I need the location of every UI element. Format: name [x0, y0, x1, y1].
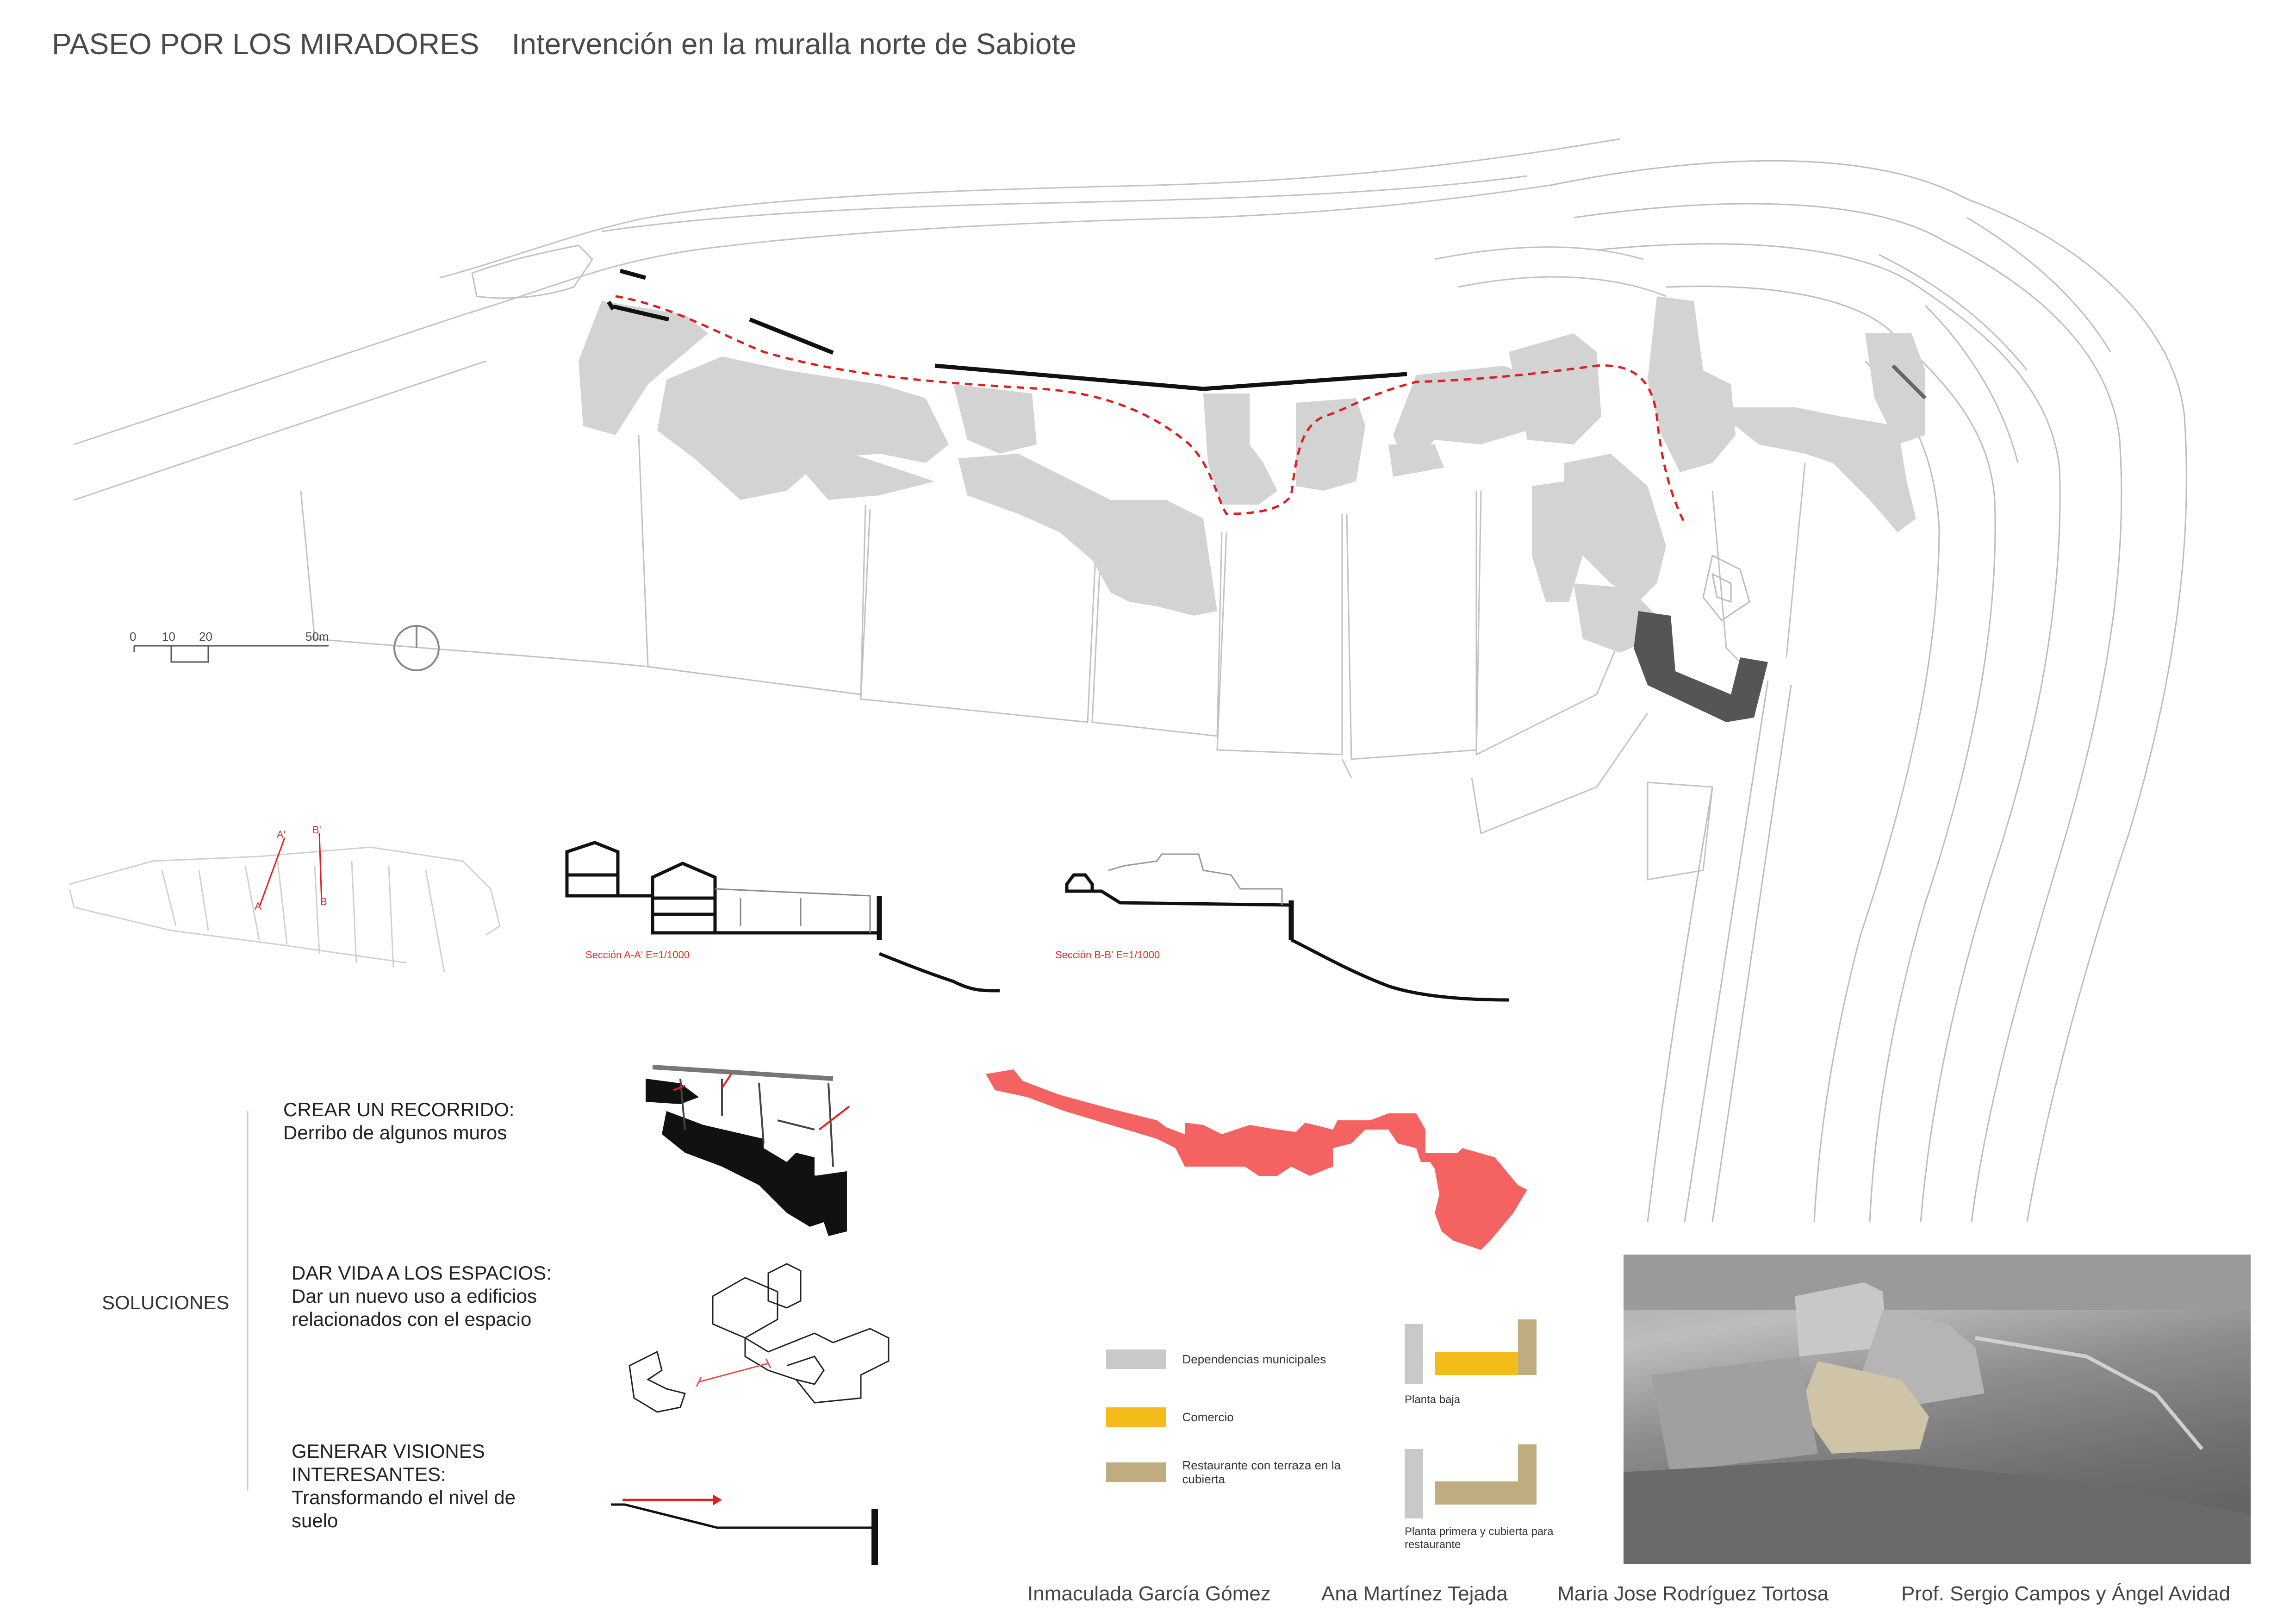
plan-baja-caption: Planta baja	[1405, 1393, 1461, 1406]
buildings	[579, 296, 1925, 653]
soluciones-label: SOLUCIONES	[102, 1292, 230, 1313]
scale-tick-50m: 50m	[305, 630, 329, 643]
author-3: Maria Jose Rodríguez Tortosa	[1557, 1582, 1829, 1605]
key-plan	[68, 846, 501, 973]
aerial-photo-drawing	[1624, 1255, 2251, 1564]
page-title: PASEO POR LOS MIRADORES Intervención en l…	[52, 27, 1076, 61]
scale-tick-10: 10	[162, 630, 175, 643]
route-salmon-shape	[986, 1069, 1527, 1250]
solution-heading: DAR VIDA A LOS ESPACIOS:	[292, 1262, 552, 1284]
solution-item-3: GENERAR VISIONES INTERESANTES: Transform…	[292, 1440, 551, 1532]
section-b-label: Sección B-B' E=1/1000	[1055, 949, 1160, 961]
mini-plan-baja	[1405, 1319, 1537, 1384]
legend-item-municipal: Dependencias municipales	[1106, 1349, 1326, 1369]
section-b	[1065, 873, 1509, 1002]
legend-label: Restaurante con terraza en la cubierta	[1182, 1458, 1341, 1486]
author-4: Prof. Sergio Campos y Ángel Avidad	[1901, 1582, 2230, 1605]
section-a	[565, 841, 1000, 993]
solution-desc: Dar un nuevo uso a edificios relacionado…	[292, 1285, 537, 1330]
route-blocks-diagram	[646, 1065, 850, 1236]
legend-item-restaurante: Restaurante con terraza en la cubierta	[1106, 1458, 1358, 1486]
street-outlines	[74, 138, 1806, 881]
mini-plan-primera	[1405, 1444, 1537, 1518]
solution-heading: GENERAR VISIONES INTERESANTES:	[292, 1440, 485, 1485]
key-plan-cuts	[258, 833, 323, 908]
wall-segments	[607, 269, 1407, 391]
aerial-photo	[1624, 1255, 2251, 1564]
solution-desc: Derribo de algunos muros	[283, 1122, 507, 1143]
author-2: Ana Martínez Tejada	[1321, 1582, 1508, 1605]
author-1: Inmaculada García Gómez	[1027, 1582, 1271, 1605]
plan-primera-caption: Planta primera y cubierta para restauran…	[1405, 1525, 1554, 1551]
scale-tick-0: 0	[130, 630, 137, 643]
solution-item-1: CREAR UN RECORRIDO: Derribo de algunos m…	[283, 1098, 570, 1144]
scale-tick-20: 20	[199, 630, 212, 643]
section-a-label: Sección A-A' E=1/1000	[585, 949, 690, 961]
legend-swatch	[1106, 1407, 1166, 1427]
key-plan-cut-a: A	[255, 900, 261, 912]
title-subtitle: Intervención en la muralla norte de Sabi…	[511, 27, 1076, 61]
views-diagram	[611, 1494, 878, 1565]
dark-building	[1634, 611, 1768, 722]
north-arrow-icon	[393, 625, 440, 671]
axonometric-sketch	[628, 1263, 890, 1413]
legend-swatch	[1106, 1462, 1166, 1482]
legend-label: Comercio	[1182, 1410, 1234, 1424]
title-main: PASEO POR LOS MIRADORES	[52, 27, 479, 61]
legend-swatch	[1106, 1349, 1166, 1369]
key-plan-cut-b: B	[320, 896, 327, 907]
legend-item-comercio: Comercio	[1106, 1407, 1234, 1427]
key-plan-cut-a-prime: A'	[277, 829, 286, 840]
solution-desc: Transformando el nivel de suelo	[292, 1487, 516, 1531]
contour-lines	[1550, 160, 2187, 1223]
legend-label: Dependencias municipales	[1182, 1352, 1326, 1366]
solution-heading: CREAR UN RECORRIDO:	[283, 1099, 515, 1120]
key-plan-cut-b-prime: B'	[312, 824, 321, 836]
route-path	[615, 295, 1686, 524]
solution-item-2: DAR VIDA A LOS ESPACIOS: Dar un nuevo us…	[292, 1262, 579, 1331]
scale-bar-graphic	[133, 645, 329, 663]
